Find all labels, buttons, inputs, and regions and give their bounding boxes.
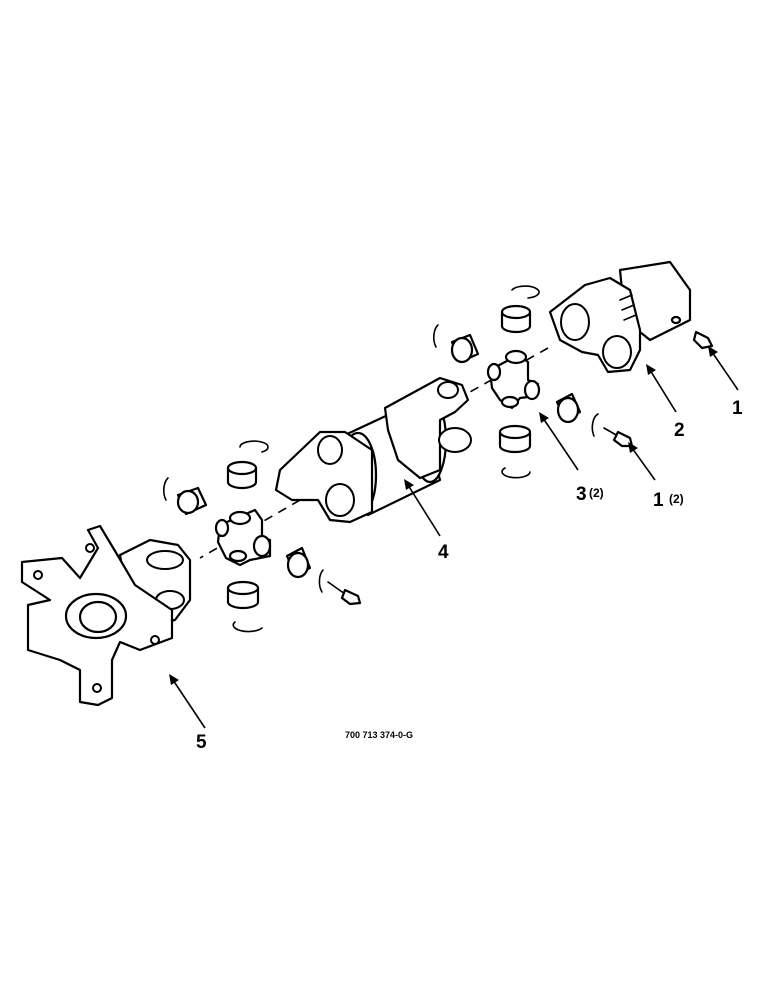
callout-5-number: 5: [196, 732, 207, 753]
left-snap-rings: [162, 440, 324, 633]
callout-2-number: 2: [674, 420, 685, 441]
callout-3-qty: (2): [589, 486, 604, 500]
callout-labels: 1 2 3 (2) 1 (2) 4 5: [196, 398, 743, 753]
left-bearing-cups: [176, 460, 312, 610]
figure-code: 700 713 374-0-G: [345, 730, 413, 740]
callout-1b-number: 1: [653, 490, 664, 511]
tube-shaft-part-4: [274, 376, 472, 524]
right-grease-fitting: [603, 427, 634, 448]
leader-lines: [169, 346, 739, 729]
right-universal-joint-cross: [486, 349, 541, 410]
callout-1b-qty: (2): [669, 492, 684, 506]
callout-4-number: 4: [438, 542, 449, 563]
callout-3-number: 3: [576, 484, 587, 505]
slip-yoke-part-2: [548, 260, 692, 374]
slip-yoke-grease-fitting: [670, 315, 714, 350]
flange-yoke-part-5: [20, 524, 192, 707]
left-grease-fitting: [327, 581, 362, 606]
right-bearing-cups: [450, 304, 582, 454]
callout-1a-number: 1: [732, 398, 743, 419]
right-snap-rings: [432, 285, 599, 479]
left-universal-joint-cross: [214, 508, 272, 567]
